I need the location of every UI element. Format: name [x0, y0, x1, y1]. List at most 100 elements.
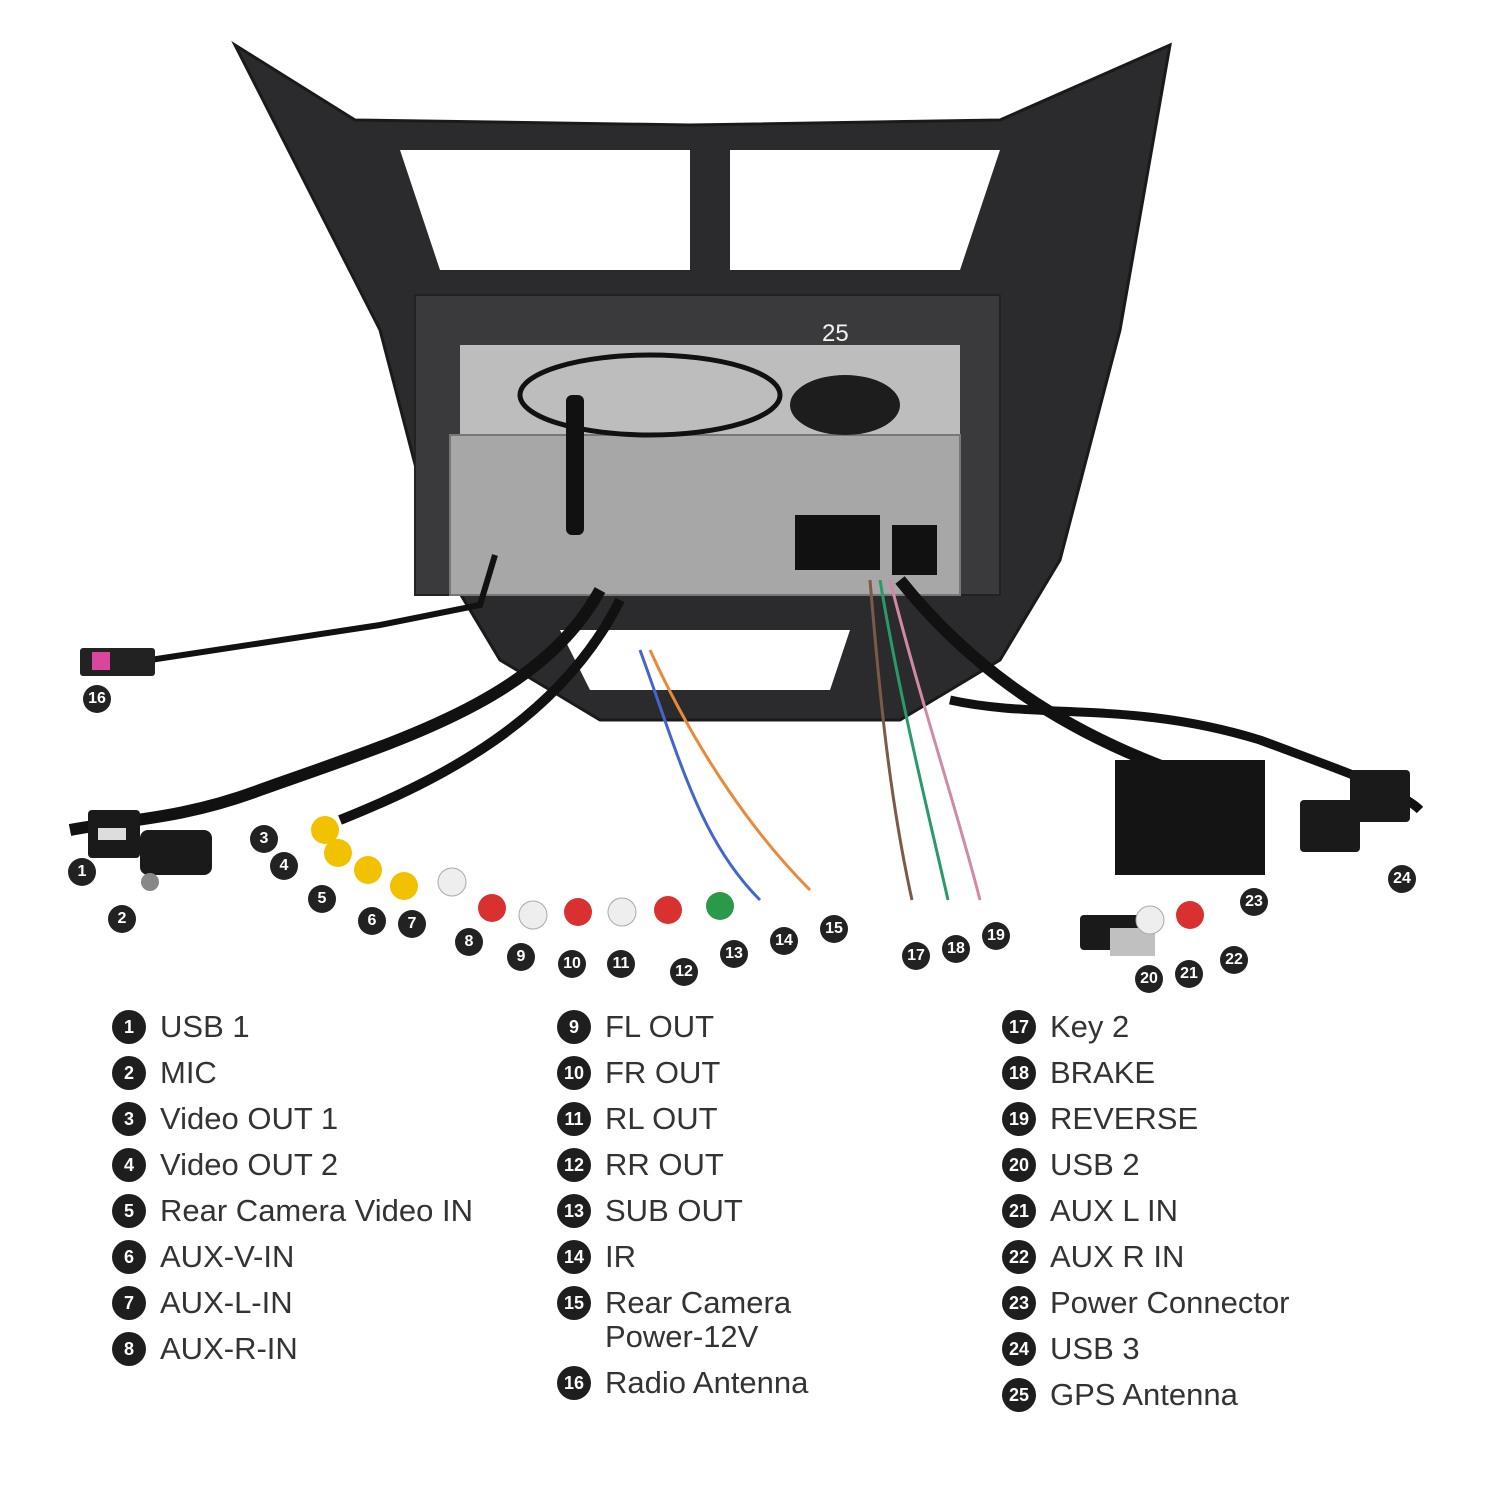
callout-15: 15	[820, 915, 848, 943]
callout-12: 12	[670, 958, 698, 986]
legend-label: AUX-V-IN	[160, 1239, 295, 1274]
camera-power-wire	[648, 649, 812, 892]
legend-item: 20 USB 2	[1002, 1148, 1290, 1182]
callout-11: 11	[607, 950, 635, 978]
legend-number: 23	[1002, 1286, 1036, 1320]
legend-item: 10 FR OUT	[557, 1056, 808, 1090]
callout-16: 16	[83, 685, 111, 713]
legend-label: USB 1	[160, 1009, 250, 1044]
legend-label: FR OUT	[605, 1055, 721, 1090]
legend-number: 12	[557, 1148, 591, 1182]
ir-wire	[638, 649, 762, 902]
usb3-port-b	[1350, 770, 1410, 822]
callout-14: 14	[770, 927, 798, 955]
legend-number: 19	[1002, 1102, 1036, 1136]
legend-item: 3 Video OUT 1	[112, 1102, 473, 1136]
legend-number: 20	[1002, 1148, 1036, 1182]
radio-antenna-plug-tab	[92, 652, 110, 670]
legend-number: 8	[112, 1332, 146, 1366]
callout-18: 18	[942, 935, 970, 963]
key2-wire	[868, 579, 914, 901]
callout-10: 10	[558, 950, 586, 978]
legend-label: AUX-L-IN	[160, 1285, 293, 1320]
legend-number: 21	[1002, 1194, 1036, 1228]
callout-21: 21	[1175, 960, 1203, 988]
legend-number: 4	[112, 1148, 146, 1182]
legend-number: 6	[112, 1240, 146, 1274]
mic-jack-hole	[141, 873, 159, 891]
callout-7: 7	[398, 910, 426, 938]
legend-number: 3	[112, 1102, 146, 1136]
callout-3: 3	[250, 825, 278, 853]
legend-label: SUB OUT	[605, 1193, 743, 1228]
legend-item: 1 USB 1	[112, 1010, 473, 1044]
gps-antenna	[790, 375, 900, 435]
legend-label: USB 2	[1050, 1147, 1140, 1182]
callout-2: 2	[108, 905, 136, 933]
callout-6: 6	[358, 907, 386, 935]
callout-9: 9	[507, 943, 535, 971]
callout-13: 13	[720, 940, 748, 968]
legend-label: Video OUT 2	[160, 1147, 339, 1182]
callout-4: 4	[270, 852, 298, 880]
legend-number: 25	[1002, 1378, 1036, 1412]
legend-label: BRAKE	[1050, 1055, 1156, 1090]
callout-17: 17	[902, 942, 930, 970]
legend-number: 16	[557, 1366, 591, 1400]
legend-label: Power Connector	[1050, 1285, 1290, 1320]
radio-antenna-cable	[149, 554, 498, 663]
usb1-port	[98, 828, 126, 840]
callout-23: 23	[1240, 888, 1268, 916]
legend-item: 12 RR OUT	[557, 1148, 808, 1182]
brake-wire	[878, 579, 950, 901]
legend-number: 11	[557, 1102, 591, 1136]
legend-number: 7	[112, 1286, 146, 1320]
legend-item: 8 AUX-R-IN	[112, 1332, 473, 1366]
legend-item: 11 RL OUT	[557, 1102, 808, 1136]
legend-label: USB 3	[1050, 1331, 1140, 1366]
legend-item: 4 Video OUT 2	[112, 1148, 473, 1182]
aux-r-plug	[1176, 901, 1204, 929]
rear-panel	[449, 434, 961, 596]
legend-label: AUX-R-IN	[160, 1331, 298, 1366]
frame-opening-lower	[560, 630, 850, 690]
legend-number: 24	[1002, 1332, 1036, 1366]
callout-24: 24	[1388, 865, 1416, 893]
legend-label: RR OUT	[605, 1147, 724, 1182]
legend-label: Video OUT 1	[160, 1101, 339, 1136]
callout-5: 5	[308, 885, 336, 913]
legend-label: AUX R IN	[1050, 1239, 1185, 1274]
legend-label: FL OUT	[605, 1009, 715, 1044]
aux-connector	[892, 525, 937, 575]
legend-number: 2	[112, 1056, 146, 1090]
legend-number: 10	[557, 1056, 591, 1090]
gps-cable-coil	[517, 352, 783, 438]
power-connector	[1115, 760, 1265, 875]
wifi-antenna	[566, 395, 584, 535]
legend-item: 6 AUX-V-IN	[112, 1240, 473, 1274]
legend-number: 5	[112, 1194, 146, 1228]
gps-callout-25: 25	[822, 320, 849, 347]
aux-l-plug	[1135, 905, 1165, 935]
legend-number: 15	[557, 1286, 591, 1320]
legend-label: Rear Camera Power-12V	[605, 1285, 792, 1354]
callout-8: 8	[455, 928, 483, 956]
legend-label: RL OUT	[605, 1101, 718, 1136]
legend-number: 1	[112, 1010, 146, 1044]
frame-opening-left	[400, 150, 690, 270]
harness-left-2	[338, 597, 625, 825]
legend-number: 14	[557, 1240, 591, 1274]
reverse-wire	[888, 579, 982, 901]
usb3-plug	[1300, 800, 1360, 852]
